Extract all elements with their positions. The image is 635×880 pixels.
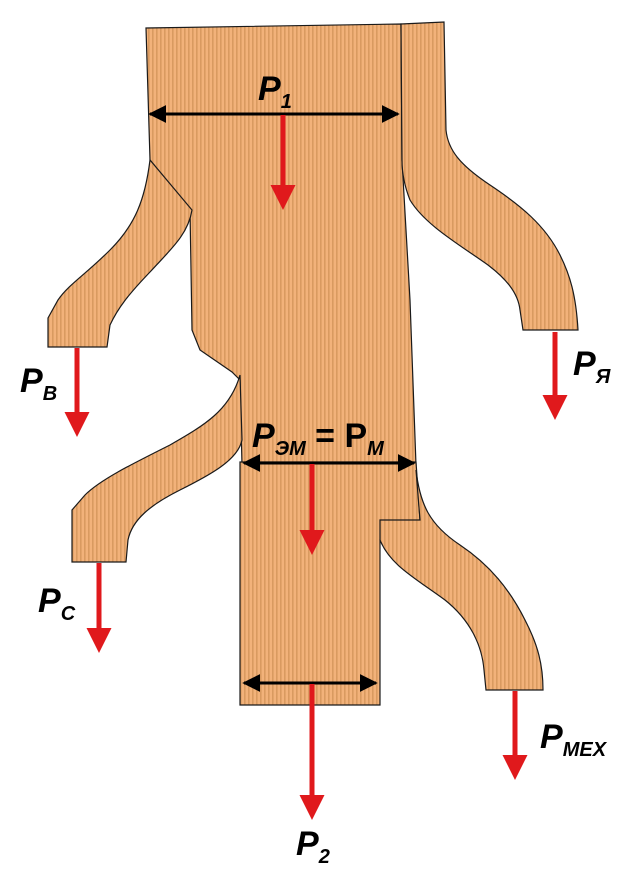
label-p1-sub: 1 — [281, 91, 292, 113]
label-pem: PЭМ = PМ — [252, 417, 385, 460]
branch-pv — [47, 158, 193, 348]
label-pv: PВ — [20, 362, 57, 405]
label-p2-sub: 2 — [318, 846, 330, 868]
label-pya: PЯ — [573, 345, 611, 388]
label-pv-sub: В — [43, 383, 57, 405]
label-pem-sub2: М — [367, 438, 385, 460]
label-pem-main: P — [252, 417, 275, 455]
label-pmex: PМЕХ — [540, 718, 608, 761]
branch-pc — [71, 374, 243, 563]
label-pmex-sub: МЕХ — [563, 739, 608, 761]
branch-pya — [400, 21, 579, 331]
label-pmex-main: P — [540, 718, 563, 756]
main-trunk-lower — [239, 461, 421, 706]
label-pc: PС — [38, 582, 76, 625]
label-p2-main: P — [296, 825, 319, 863]
label-pc-main: P — [38, 582, 61, 620]
label-p1-main: P — [258, 70, 281, 108]
label-pem-equals: = P — [306, 417, 367, 455]
label-pc-sub: С — [61, 603, 76, 625]
branch-pmex — [379, 469, 544, 691]
label-pv-main: P — [20, 362, 43, 400]
label-pya-sub: Я — [595, 366, 611, 388]
label-p1: P1 — [258, 70, 292, 113]
label-pya-main: P — [573, 345, 596, 383]
label-p2: P2 — [296, 825, 330, 868]
label-pem-sub: ЭМ — [275, 438, 307, 460]
